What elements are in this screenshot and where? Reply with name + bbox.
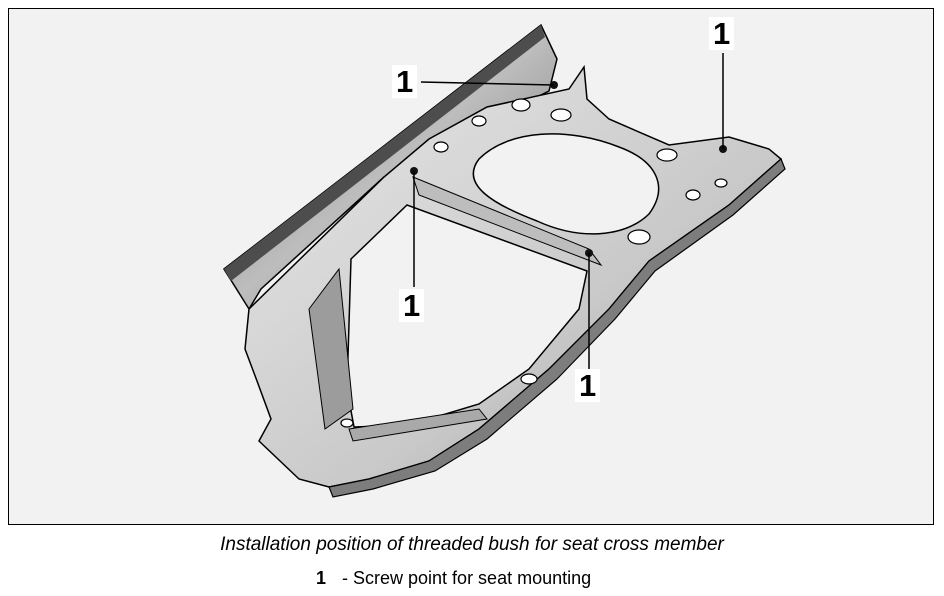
rib-lower: [348, 408, 488, 442]
stamped-holes: [340, 98, 728, 428]
figure-caption: Installation position of threaded bush f…: [220, 534, 724, 555]
leader-line: [420, 81, 555, 86]
legend: 1 - Screw point for seat mounting: [316, 568, 591, 589]
seat-cross-member-illustration: [223, 23, 786, 498]
figure-frame: 1 1 1 1: [8, 8, 934, 525]
legend-text: - Screw point for seat mounting: [342, 568, 592, 588]
central-opening: [472, 133, 660, 235]
callout-label: 1: [399, 289, 425, 322]
rib-outer: [308, 267, 354, 430]
callout-label: 1: [709, 17, 735, 50]
sill-rail-edge: [224, 25, 545, 281]
legend-number: 1: [316, 568, 327, 588]
callout-label: 1: [575, 369, 601, 402]
rib-cross: [412, 176, 603, 267]
callout-label: 1: [392, 65, 418, 98]
front-flange: [328, 157, 786, 498]
leader-lines: [413, 53, 724, 369]
